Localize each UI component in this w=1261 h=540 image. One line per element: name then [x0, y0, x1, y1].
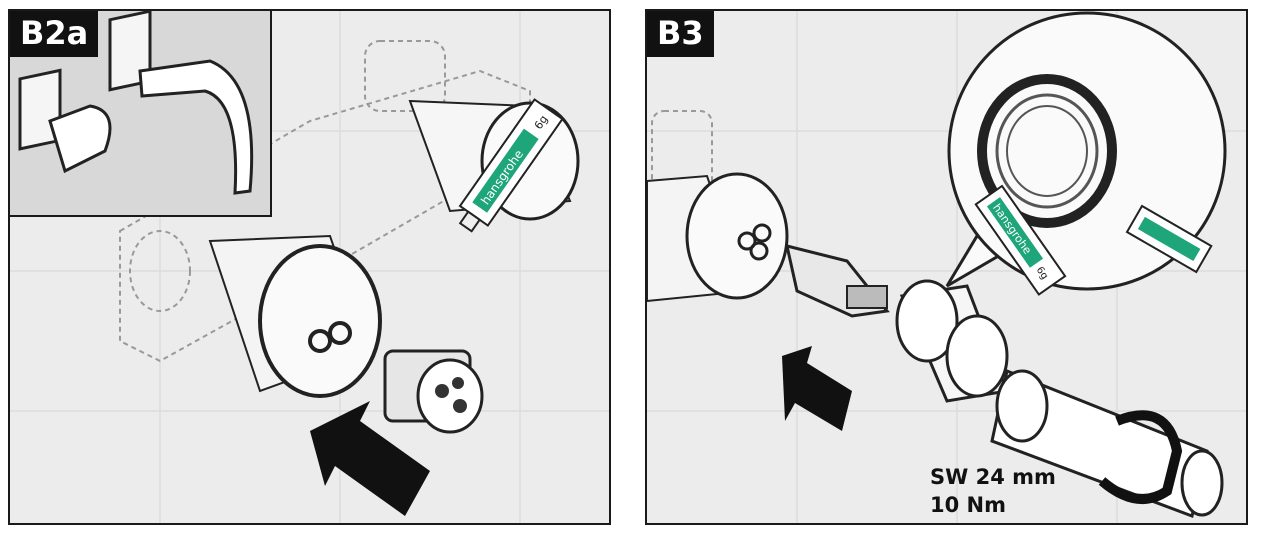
wrench-size-text: SW 24 mm	[930, 465, 1056, 489]
socket-wrench	[990, 368, 1224, 519]
rotation-arrow	[1098, 410, 1183, 504]
tube-label-band	[986, 197, 1044, 268]
tube-label-band	[472, 128, 539, 213]
step-label-b3: B3	[647, 11, 714, 57]
panel-b3: B3	[645, 9, 1248, 525]
cartridge	[383, 349, 484, 434]
valve-cylinder	[647, 172, 789, 303]
grease-tube-second	[1125, 204, 1213, 274]
illustration-b2a: hansgrohe 6g	[10, 11, 609, 523]
threaded-sleeve	[895, 279, 1010, 403]
illustration-b3: hansgrohe 6g	[647, 11, 1246, 523]
faucet-drawing	[18, 11, 254, 195]
faucet-spout	[138, 59, 254, 195]
panel-b2a: B2a	[8, 9, 611, 525]
valve-cylinder-front	[208, 234, 382, 398]
tube-label-band	[1137, 216, 1201, 262]
valve-body-outline	[119, 40, 531, 363]
step-label-b2a: B2a	[10, 11, 99, 57]
cartridge	[785, 243, 890, 318]
torque-spec: SW 24 mm 10 Nm	[930, 463, 1056, 519]
insert-direction-arrow	[782, 346, 852, 431]
grease-tube: hansgrohe 6g	[974, 184, 1067, 296]
insert-direction-arrow	[310, 401, 430, 516]
faucet-handle	[48, 104, 112, 174]
torque-value-text: 10 Nm	[930, 493, 1006, 517]
